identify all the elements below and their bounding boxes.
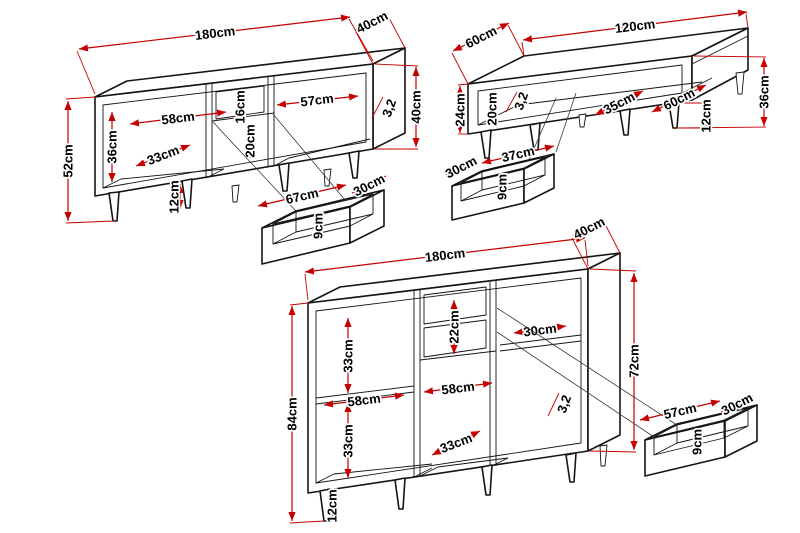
- sideboard-drawer-outline: [644, 404, 758, 477]
- sideboard-drawer-detail: 57cm 30cm 9cm: [496, 307, 758, 477]
- sideboard-lower-shelf-label: 33cm: [341, 424, 356, 457]
- tv-depth-label: 40cm: [354, 8, 390, 36]
- sideboard-drawer-height-label: 9cm: [690, 429, 705, 455]
- sideboard-upper-shelf-label: 33cm: [341, 339, 356, 372]
- coffee-drawer-dimensions: [445, 144, 555, 198]
- tv-inner-height-label: 36cm: [105, 130, 120, 163]
- sideboard-drawer-width-label: 57cm: [662, 400, 698, 422]
- sideboard-dimensions: [288, 219, 638, 524]
- tv-stand-dimensions: [64, 13, 420, 224]
- tv-drawer-height-label: 9cm: [311, 213, 326, 239]
- sideboard-labels: 180cm 40cm 84cm 72cm 30cm 33cm 33cm 58cm…: [283, 212, 644, 524]
- tv-drawer-detail: 67cm 30cm 9cm: [212, 113, 389, 265]
- coffee-table-outline: [467, 27, 749, 159]
- tv-drawer-dimensions: [257, 175, 387, 238]
- sideboard-leg-height-label: 12cm: [325, 489, 340, 522]
- sideboard-left-opening-label: 58cm: [347, 391, 382, 410]
- sideboard-right-opening-label: 30cm: [523, 321, 558, 340]
- tv-niche-height-label: 20cm: [243, 124, 258, 157]
- tv-drawer-front-height-label: 16cm: [233, 90, 248, 123]
- coffee-total-height-label: 36cm: [757, 75, 772, 108]
- coffee-leg-height-label: 12cm: [699, 99, 714, 132]
- sideboard-thickness-label: 3,2: [554, 393, 574, 415]
- tv-width-label: 180cm: [194, 23, 236, 43]
- sideboard-body-height-label: 72cm: [627, 344, 642, 377]
- coffee-width-label: 120cm: [614, 16, 656, 36]
- tv-left-opening-label: 58cm: [161, 109, 196, 128]
- tv-drawer-width-label: 67cm: [284, 185, 320, 207]
- sideboard-middle-opening-label: 58cm: [441, 379, 476, 398]
- tv-body-height-label: 40cm: [409, 90, 424, 123]
- sideboard-drawer-dimensions: [639, 395, 754, 452]
- coffee-inner-height-label: 20cm: [485, 92, 500, 125]
- sideboard-drawer-zone-label: 22cm: [447, 310, 462, 343]
- coffee-drawer-height-label: 9cm: [495, 174, 510, 200]
- sideboard-width-label: 180cm: [424, 245, 466, 265]
- coffee-body-height-label: 24cm: [453, 93, 468, 126]
- sideboard-depth-label: 40cm: [571, 214, 607, 242]
- coffee-depth-label: 60cm: [463, 23, 499, 51]
- coffee-table-dimensions: [451, 9, 768, 135]
- sideboard: 180cm 40cm 84cm 72cm 30cm 33cm 33cm 58cm…: [283, 212, 644, 524]
- sideboard-total-height-label: 84cm: [285, 397, 300, 430]
- tv-leg-height-label: 12cm: [167, 180, 182, 213]
- tv-total-height-label: 52cm: [61, 144, 76, 177]
- tv-right-opening-label: 57cm: [300, 91, 335, 110]
- coffee-table: 60cm 120cm 24cm 20cm 3,2 35cm 60cm 36cm …: [451, 9, 773, 159]
